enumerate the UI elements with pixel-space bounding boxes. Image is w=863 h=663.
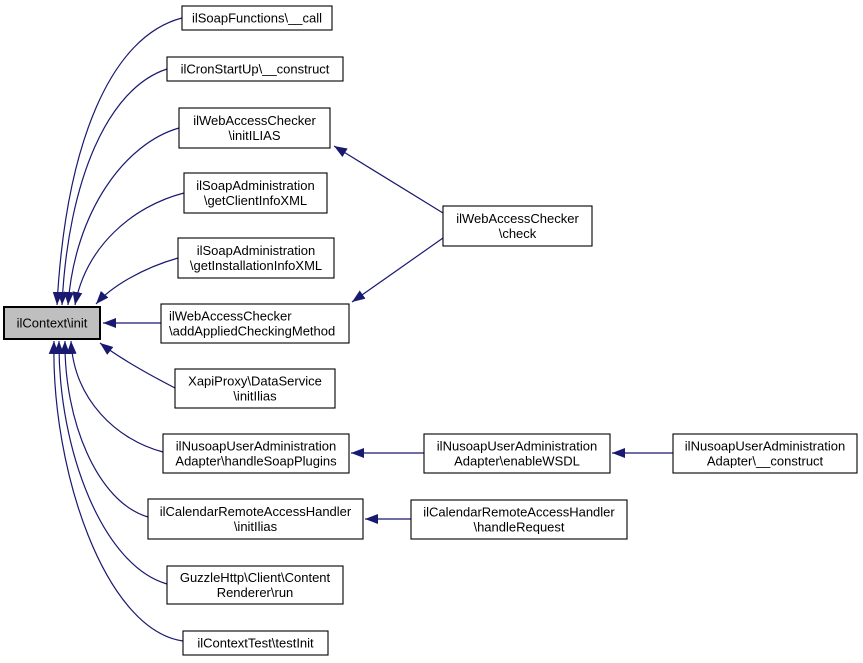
node-label-xapiproxy-dataservice-initilias-line-1: \initIlias [233, 389, 277, 404]
node-ilwebaccesschecker-initilias[interactable]: ilWebAccessChecker\initILIAS [178, 107, 331, 149]
node-ilsoapadministration-getinstallationinfoxml[interactable]: ilSoapAdministration\getInstallationInfo… [177, 237, 335, 279]
node-xapiproxy-dataservice-initilias[interactable]: XapiProxy\DataService\initIlias [174, 368, 336, 409]
node-box-ilnusoapuseradministrationadapter-construct[interactable] [672, 433, 858, 474]
node-label-ilwebaccesschecker-check-line-0: ilWebAccessChecker [456, 211, 579, 226]
node-label-xapiproxy-dataservice-initilias-line-0: XapiProxy\DataService [188, 374, 322, 389]
node-label-ilcalendarremoteaccesshandler-initilias-line-1: \initIlias [234, 519, 278, 534]
node-label-ilwebaccesschecker-initilias-line-1: \initILIAS [228, 128, 280, 143]
node-box-ilcalendarremoteaccesshandler-initilias[interactable] [147, 498, 364, 540]
edge-ilcronstartup-construct--to--ilcontext-init [57, 68, 168, 306]
node-label-ilsoapadministration-getinstallationinfoxml-line-1: \getInstallationInfoXML [190, 258, 322, 273]
node-ilsoapfunctions-call[interactable]: ilSoapFunctions\__call [181, 5, 333, 31]
edge-ilcalendarremoteaccesshandler-initilias--to--ilcontext-init [59, 340, 149, 518]
node-ilwebaccesschecker-addappliedcheckingmethod[interactable]: ilWebAccessChecker\addAppliedCheckingMet… [160, 303, 350, 344]
edge-xapiproxy-dataservice-initilias--to--ilcontext-init [99, 342, 176, 389]
node-label-ilcontexttest-testinit-line-0: ilContextTest\testInit [197, 636, 314, 651]
node-box-ilwebaccesschecker-initilias[interactable] [178, 107, 331, 149]
node-box-ilcontext-init [3, 306, 101, 340]
node-ilwebaccesschecker-check[interactable]: ilWebAccessChecker\check [442, 205, 593, 247]
node-label-ilcontext-init-line-0: ilContext\init [17, 316, 88, 331]
node-label-guzzlehttp-client-contentrenderer-run-line-1: Renderer\run [217, 585, 294, 600]
node-box-xapiproxy-dataservice-initilias[interactable] [174, 368, 336, 409]
node-ilnusoapuseradministrationadapter-handlesoapplugins[interactable]: ilNusoapUserAdministrationAdapter\handle… [162, 433, 350, 474]
edge-ilnusoapuseradministrationadapter-handlesoapplugins--to--ilcontext-init [66, 340, 164, 453]
node-box-guzzlehttp-client-contentrenderer-run[interactable] [166, 565, 344, 605]
node-ilsoapadministration-getclientinfoxml[interactable]: ilSoapAdministration\getClientInfoXML [183, 172, 328, 214]
node-label-ilnusoapuseradministrationadapter-construct-line-0: ilNusoapUserAdministration [685, 439, 845, 454]
node-box-ilcalendarremoteaccesshandler-handlerequest[interactable] [410, 499, 628, 540]
edge-ilsoapadministration-getclientinfoxml--to--ilcontext-init [72, 192, 185, 306]
node-box-ilcronstartup-construct[interactable] [166, 56, 344, 82]
node-ilnusoapuseradministrationadapter-enablewsdl[interactable]: ilNusoapUserAdministrationAdapter\enable… [423, 433, 611, 474]
node-box-ilsoapadministration-getclientinfoxml[interactable] [183, 172, 328, 214]
node-label-ilcronstartup-construct-line-0: ilCronStartUp\__construct [181, 62, 330, 77]
edge-ilwebaccesschecker-initilias--to--ilcontext-init [63, 127, 180, 306]
node-box-ilnusoapuseradministrationadapter-enablewsdl[interactable] [423, 433, 611, 474]
node-ilcontext-init: ilContext\init [3, 306, 101, 340]
node-label-ilsoapfunctions-call-line-0: ilSoapFunctions\__call [192, 11, 322, 26]
node-label-ilsoapadministration-getclientinfoxml-line-1: \getClientInfoXML [204, 193, 307, 208]
node-label-ilwebaccesschecker-addappliedcheckingmethod-line-1: \addAppliedCheckingMethod [169, 324, 335, 339]
node-label-ilnusoapuseradministrationadapter-handlesoapplugins-line-0: ilNusoapUserAdministration [176, 439, 336, 454]
node-label-ilcalendarremoteaccesshandler-handlerequest-line-0: ilCalendarRemoteAccessHandler [423, 505, 615, 520]
node-label-guzzlehttp-client-contentrenderer-run-line-0: GuzzleHttp\Client\Content [180, 570, 331, 585]
edge-ilsoapadministration-getinstallationinfoxml--to--ilcontext-init [95, 257, 179, 305]
node-box-ilsoapfunctions-call[interactable] [181, 5, 333, 31]
node-label-ilnusoapuseradministrationadapter-enablewsdl-line-0: ilNusoapUserAdministration [437, 439, 597, 454]
node-label-ilsoapadministration-getinstallationinfoxml-line-0: ilSoapAdministration [197, 243, 316, 258]
node-ilcronstartup-construct[interactable]: ilCronStartUp\__construct [166, 56, 344, 82]
node-label-ilsoapadministration-getclientinfoxml-line-0: ilSoapAdministration [196, 178, 315, 193]
node-label-ilwebaccesschecker-initilias-line-0: ilWebAccessChecker [193, 113, 316, 128]
edge-ilwebaccesschecker-check--to--ilwebaccesschecker-initilias [333, 145, 444, 214]
node-box-ilcontexttest-testinit[interactable] [182, 630, 329, 656]
node-ilcontexttest-testinit[interactable]: ilContextTest\testInit [182, 630, 329, 656]
node-ilnusoapuseradministrationadapter-construct[interactable]: ilNusoapUserAdministrationAdapter\__cons… [672, 433, 858, 474]
node-ilcalendarremoteaccesshandler-initilias[interactable]: ilCalendarRemoteAccessHandler\initIlias [147, 498, 364, 540]
node-label-ilnusoapuseradministrationadapter-construct-line-1: Adapter\__construct [707, 454, 824, 469]
nodes-layer: ilContext\init ilSoapFunctions\__call ilCr… [3, 5, 858, 656]
edges-layer [48, 17, 673, 642]
node-box-ilwebaccesschecker-check[interactable] [442, 205, 593, 247]
edge-guzzlehttp-client-contentrenderer-run--to--ilcontext-init [53, 340, 168, 585]
node-ilcalendarremoteaccesshandler-handlerequest[interactable]: ilCalendarRemoteAccessHandler\handleRequ… [410, 499, 628, 540]
node-label-ilcalendarremoteaccesshandler-handlerequest-line-1: \handleRequest [473, 520, 564, 535]
node-label-ilnusoapuseradministrationadapter-handlesoapplugins-line-1: Adapter\handleSoapPlugins [175, 454, 337, 469]
node-label-ilwebaccesschecker-addappliedcheckingmethod-line-0: ilWebAccessChecker [169, 309, 292, 324]
edge-ilwebaccesschecker-check--to--ilwebaccesschecker-addappliedcheckingmethod [351, 237, 444, 303]
node-box-ilnusoapuseradministrationadapter-handlesoapplugins[interactable] [162, 433, 350, 474]
node-box-ilwebaccesschecker-addappliedcheckingmethod[interactable] [160, 303, 350, 344]
edge-ilcontexttest-testinit--to--ilcontext-init [48, 340, 184, 642]
node-label-ilwebaccesschecker-check-line-1: \check [499, 226, 537, 241]
node-box-ilsoapadministration-getinstallationinfoxml[interactable] [177, 237, 335, 279]
edge-ilsoapfunctions-call--to--ilcontext-init [52, 17, 183, 306]
node-label-ilnusoapuseradministrationadapter-enablewsdl-line-1: Adapter\enableWSDL [454, 454, 580, 469]
node-label-ilcalendarremoteaccesshandler-initilias-line-0: ilCalendarRemoteAccessHandler [160, 504, 352, 519]
